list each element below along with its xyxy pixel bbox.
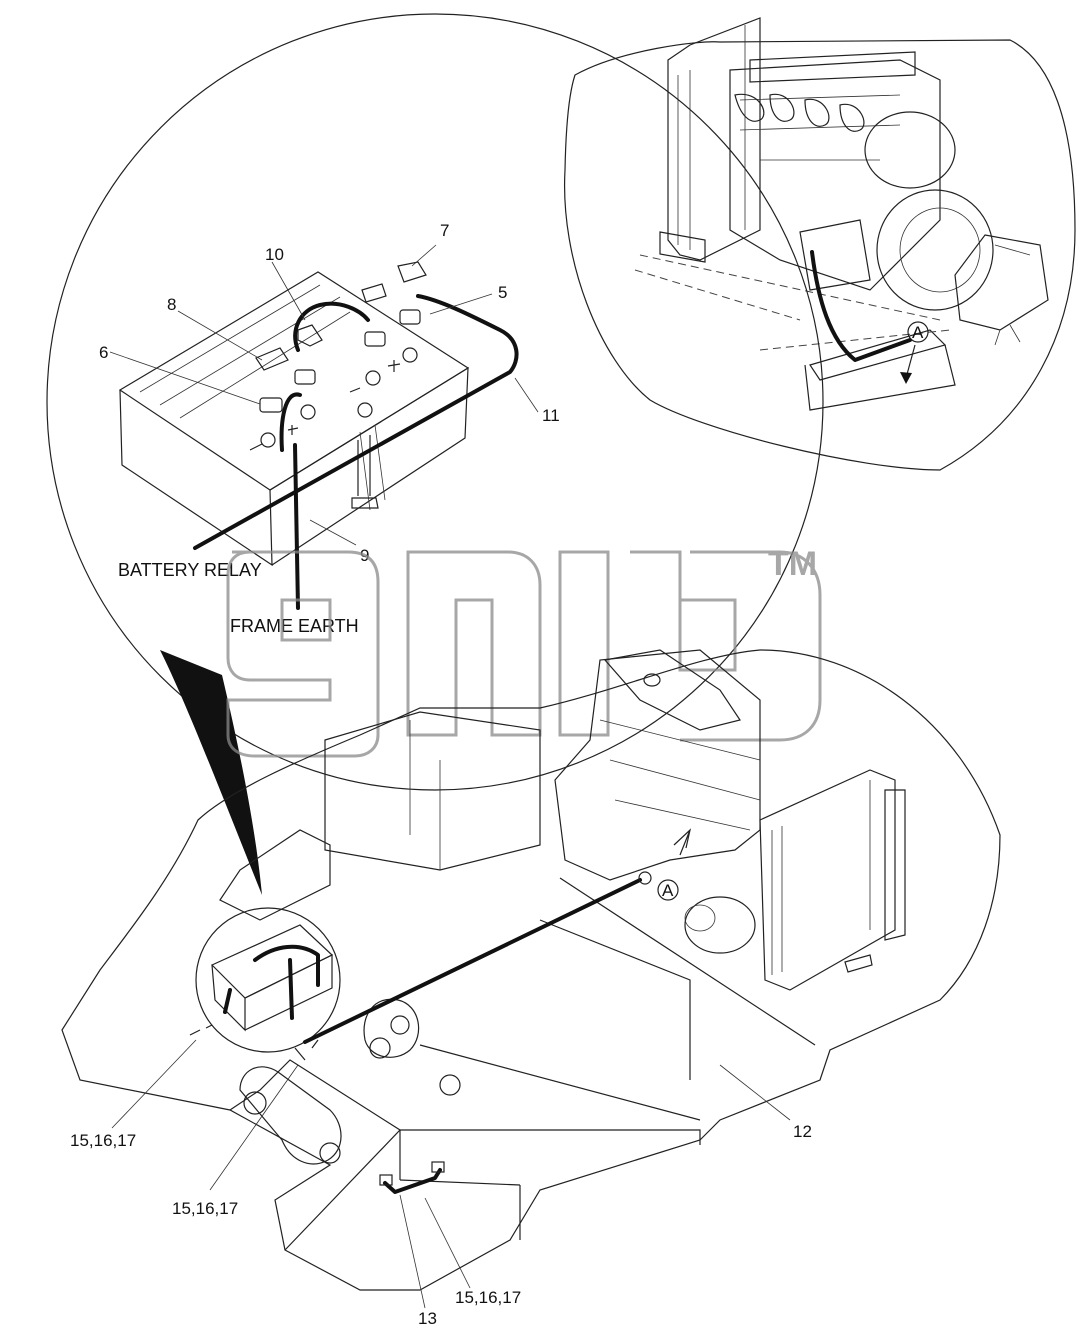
callout-12: 12 xyxy=(793,1122,812,1141)
engine-inset-view: A xyxy=(563,17,1076,471)
callout-10: 10 xyxy=(265,245,284,264)
callout-13: 13 xyxy=(418,1309,437,1328)
view-a-marker-top: A xyxy=(912,323,924,342)
callout-11: 11 xyxy=(542,406,560,425)
watermark-tm: TM xyxy=(768,545,817,583)
watermark: TM xyxy=(226,545,822,758)
callout-6: 6 xyxy=(99,343,108,362)
callout-15-16-17-bottom: 15,16,17 xyxy=(455,1288,521,1307)
callout-5: 5 xyxy=(498,283,507,302)
frame-earth-label: FRAME EARTH xyxy=(230,616,359,636)
detail-pointer-wedge xyxy=(160,650,262,895)
view-a-marker-bottom: A xyxy=(662,881,674,900)
battery-detail-view: 5 6 7 8 9 10 11 BATTERY RELAY FRAME EART… xyxy=(46,13,824,791)
battery-relay-label: BATTERY RELAY xyxy=(118,560,262,580)
callout-15-16-17-left: 15,16,17 xyxy=(70,1131,136,1150)
machine-frame-view: A 15,16,17 15,16,17 15,16,17 12 13 xyxy=(61,649,1001,1328)
callout-8: 8 xyxy=(167,295,176,314)
callout-7: 7 xyxy=(440,221,449,240)
callout-15-16-17-center: 15,16,17 xyxy=(172,1199,238,1218)
